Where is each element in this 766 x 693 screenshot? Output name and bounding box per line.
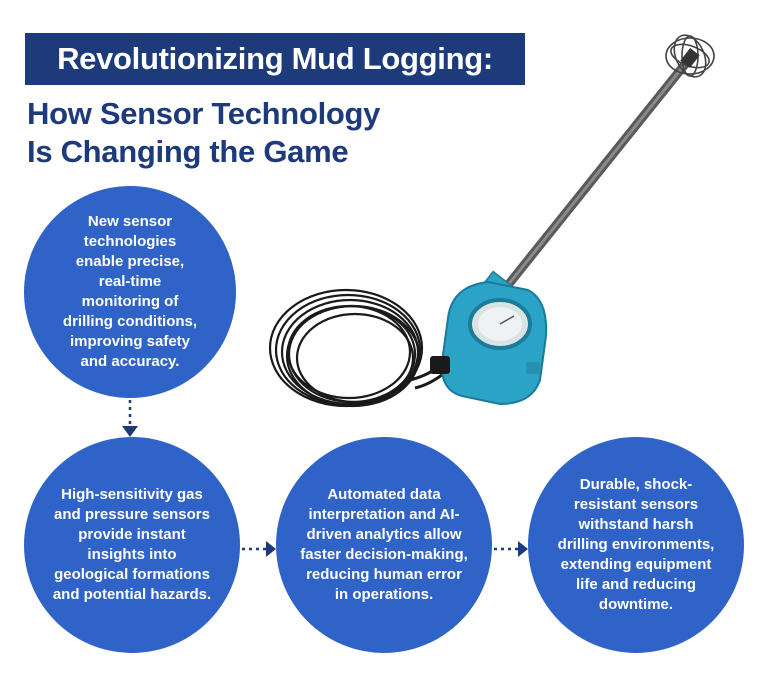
step-circle-1: New sensor technologies enable precise, …	[24, 186, 236, 398]
step-text-3: Automated data interpretation and AI-dri…	[300, 486, 468, 603]
step-circle-4: Durable, shock-resistant sensors withsta…	[528, 437, 744, 653]
page-title: Revolutionizing Mud Logging:	[57, 41, 493, 76]
step-circle-2: High-sensitivity gas and pressure sensor…	[24, 437, 240, 653]
arrow-right-icon	[518, 541, 528, 557]
subtitle-line-1: How Sensor Technology	[27, 96, 381, 131]
page-subtitle: How Sensor Technology Is Changing the Ga…	[27, 95, 380, 171]
step-text-2: High-sensitivity gas and pressure sensor…	[52, 486, 212, 603]
connectors	[128, 400, 518, 551]
sensor-device-illustration	[268, 34, 715, 408]
subtitle-line-2: Is Changing the Game	[27, 134, 349, 169]
step-circle-3: Automated data interpretation and AI-dri…	[276, 437, 492, 653]
cable-coil-icon	[268, 288, 449, 408]
title-banner: Revolutionizing Mud Logging:	[25, 33, 525, 85]
step-text-1: New sensor technologies enable precise, …	[62, 213, 198, 370]
step-text-4: Durable, shock-resistant sensors withsta…	[557, 476, 715, 613]
arrow-right-icon	[266, 541, 276, 557]
arrow-down-icon	[122, 426, 138, 437]
